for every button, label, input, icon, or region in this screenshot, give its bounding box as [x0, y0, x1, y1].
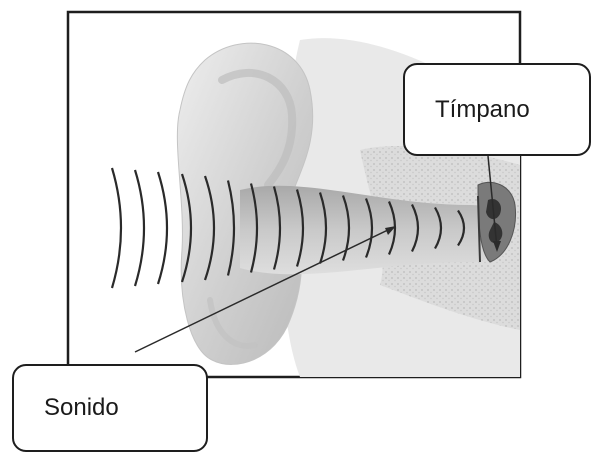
sound-label: Sonido [44, 394, 119, 422]
eardrum-label: Tímpano [435, 96, 530, 124]
sound-callout: Sonido [12, 364, 208, 452]
eardrum-callout: Tímpano [403, 63, 591, 156]
